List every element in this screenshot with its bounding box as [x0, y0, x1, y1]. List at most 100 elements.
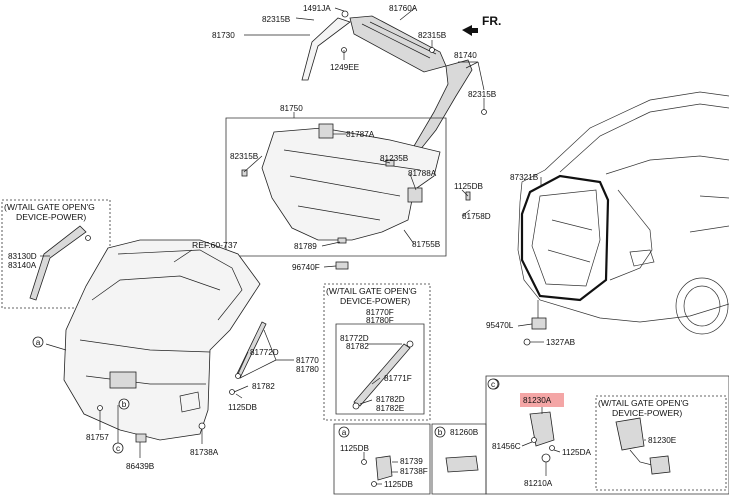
option-note-right-2: DEVICE-POWER) [612, 408, 682, 418]
label-81210A: 81210A [524, 479, 553, 488]
highlight-81230A [520, 393, 564, 407]
label-95470L: 95470L [486, 321, 514, 330]
upper-trim-group [301, 10, 487, 151]
marker-b-label: b [438, 428, 443, 437]
label-81772D-b: 81772D [250, 348, 279, 357]
label-86439B: 86439B [126, 462, 155, 471]
option-note-middle-2: DEVICE-POWER) [340, 296, 410, 306]
bolt-1327AB [523, 338, 531, 346]
label-82315B-d: 82315B [230, 152, 259, 161]
option-note-middle-1: (W/TAIL GATE OPEN'G [326, 286, 417, 296]
part-81739-bracket [375, 455, 393, 481]
marker-c-label: c [491, 380, 495, 389]
label-81750: 81750 [280, 104, 303, 113]
part-81210A-striker [541, 453, 551, 463]
part-95470L [531, 317, 547, 330]
label-81730: 81730 [212, 31, 235, 40]
label-1491JA: 1491JA [303, 4, 331, 13]
label-81789: 81789 [294, 242, 317, 251]
label-81260B: 81260B [450, 428, 479, 437]
label-81787A: 81787A [346, 130, 375, 139]
leaders-tailgate [45, 249, 294, 458]
label-1125DB-b: 1125DB [228, 403, 258, 412]
part-86439B-emblem [135, 433, 147, 443]
clip-1491JA [341, 10, 349, 18]
marker-c-main: c [116, 444, 120, 453]
part-83130D-strip [29, 225, 87, 301]
label-81782-b: 81782 [252, 382, 275, 391]
option-box-middle [323, 283, 431, 421]
part-81230A-latch [529, 411, 555, 447]
tailgate-panel [63, 239, 267, 443]
label-82315B-c: 82315B [468, 90, 497, 99]
part-96740F [335, 261, 349, 270]
label-81738A-a: 81738A [190, 448, 219, 457]
part-81760A-spoiler [349, 15, 447, 73]
option-note-left-1: (W/TAIL GATE OPEN'G [4, 202, 95, 212]
label-81757: 81757 [86, 433, 109, 442]
label-81772D-a: 81772D [340, 334, 369, 343]
label-81738F: 81738F [400, 467, 428, 476]
label-83130D: 83130D [8, 252, 37, 261]
label-1125DB-a: 1125DB [454, 182, 484, 191]
label-81230E: 81230E [648, 436, 677, 445]
label-81456C: 81456C [492, 442, 521, 451]
label-1125DB-d: 1125DB [384, 480, 414, 489]
leaders-top [244, 7, 485, 110]
label-81230A: 81230A [523, 396, 552, 405]
detail-box-a [333, 423, 431, 495]
vehicle-body [517, 91, 729, 346]
marker-b-main: b [122, 400, 127, 409]
label-81782-a: 81782 [346, 342, 369, 351]
part-license-plate-area [109, 371, 137, 389]
label-81771F: 81771F [384, 374, 412, 383]
box-81750 [225, 117, 447, 257]
part-81788A-grille [407, 187, 423, 203]
part-81740-trim [413, 59, 473, 151]
marker-b-box [434, 426, 446, 438]
part-81230E-power-latch [615, 417, 645, 451]
label-81235B: 81235B [380, 154, 409, 163]
direction-indicator [462, 25, 478, 36]
label-1125DB-c: 1125DB [340, 444, 370, 453]
label-81740: 81740 [454, 51, 477, 60]
part-87321B-seal [520, 174, 610, 302]
fr-arrow-icon [462, 25, 478, 36]
option-note-right-1: (W/TAIL GATE OPEN'G [598, 398, 689, 408]
label-82315B-a: 82315B [262, 15, 291, 24]
label-83140A: 83140A [8, 261, 37, 270]
label-81758D: 81758D [462, 212, 491, 221]
label-81755B: 81755B [412, 240, 441, 249]
label-81770F: 81770F [366, 308, 394, 317]
marker-a-label: a [342, 428, 347, 437]
label-81782D: 81782D [376, 395, 405, 404]
label-81770: 81770 [296, 356, 319, 365]
label-96740F: 96740F [292, 263, 320, 272]
option-note-left-2: DEVICE-POWER) [16, 212, 86, 222]
label-1125DA: 1125DA [562, 448, 592, 457]
label-82315B-b: 82315B [418, 31, 447, 40]
section-markers [32, 336, 499, 454]
label-81760A: 81760A [389, 4, 418, 13]
part-81730-trim [301, 17, 351, 81]
part-tailgate-outer [63, 239, 261, 441]
label-81739: 81739 [400, 457, 423, 466]
label-81780: 81780 [296, 365, 319, 374]
marker-a-box [338, 426, 350, 438]
label-87321B: 87321B [510, 173, 539, 182]
label-1249EE: 1249EE [330, 63, 360, 72]
label-1327AB: 1327AB [546, 338, 576, 347]
part-81750-inner-trim [261, 127, 441, 241]
marker-a-main: a [36, 338, 41, 347]
label-81782E: 81782E [376, 404, 405, 413]
leaders-car [517, 177, 544, 343]
ref-label: REF.60-737 [192, 240, 238, 250]
part-81787A-grille [318, 123, 334, 139]
part-81260B-handle [445, 455, 479, 473]
direction-label: FR. [482, 14, 501, 28]
inner-trim-box [225, 117, 471, 270]
leaders-inner-trim [243, 112, 471, 268]
label-81788A: 81788A [408, 169, 437, 178]
